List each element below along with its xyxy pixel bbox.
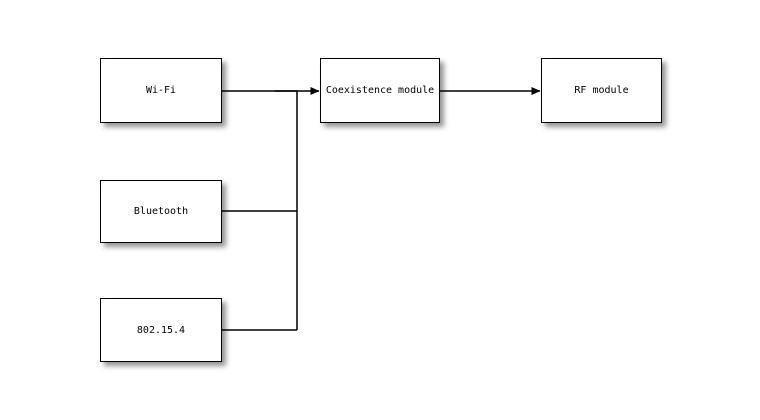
node-coexistence-module[interactable]: Coexistence module	[320, 58, 440, 123]
node-802-15-4-label: 802.15.4	[136, 324, 186, 336]
node-802-15-4[interactable]: 802.15.4	[100, 298, 222, 362]
node-rf-module-label: RF module	[574, 85, 629, 96]
node-bluetooth[interactable]: Bluetooth	[100, 180, 222, 243]
node-wifi-label: Wi-Fi	[145, 85, 177, 96]
node-bluetooth-label: Bluetooth	[133, 206, 189, 217]
node-wifi[interactable]: Wi-Fi	[100, 58, 222, 123]
node-coexistence-module-label: Coexistence module	[325, 85, 435, 96]
node-rf-module[interactable]: RF module	[541, 58, 662, 123]
